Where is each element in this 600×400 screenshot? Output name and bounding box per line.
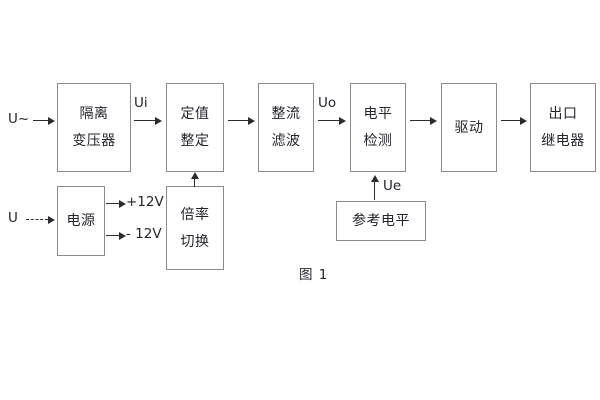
block-drive[interactable]: 驱动 <box>441 83 497 172</box>
block-level-detect-line2: 检测 <box>363 133 393 149</box>
arrow-reference-level-to-level-detect <box>370 175 379 200</box>
block-power-supply[interactable]: 电源 <box>57 186 105 256</box>
rail-label-positive: +12V <box>126 194 164 210</box>
signal-label-ue: Ue <box>383 178 402 194</box>
arrow-isolation-transformer-to-setting-value <box>134 116 162 125</box>
signal-label-ui: Ui <box>134 95 148 111</box>
block-ratio-switch-line2: 切换 <box>180 233 210 250</box>
arrow-rectify-filter-to-level-detect <box>318 116 346 125</box>
figure-caption: 图 1 <box>299 267 329 283</box>
block-output-relay[interactable]: 出口 继电器 <box>530 83 596 172</box>
rail-label-negative: - 12V <box>126 226 162 242</box>
block-setting-value[interactable]: 定值 整定 <box>166 83 224 172</box>
arrow-ratio-switch-to-setting-value <box>190 172 199 187</box>
block-output-relay-line2: 继电器 <box>541 133 585 149</box>
signal-label-uo: Uo <box>318 95 337 111</box>
arrow-level-detect-to-drive <box>410 116 437 125</box>
block-ratio-switch[interactable]: 倍率 切换 <box>166 186 224 270</box>
arrow-rail-positive <box>106 199 126 208</box>
block-ratio-switch-line1: 倍率 <box>180 206 210 223</box>
input-label-u-dc: U <box>8 210 18 226</box>
block-isolation-transformer-line1: 隔离 <box>79 106 109 122</box>
block-rectify-filter[interactable]: 整流 滤波 <box>258 83 314 172</box>
block-reference-level-line1: 参考电平 <box>352 213 410 229</box>
block-reference-level[interactable]: 参考电平 <box>336 201 426 241</box>
block-isolation-transformer[interactable]: 隔离 变压器 <box>57 83 131 172</box>
input-label-u-ac: U~ <box>8 111 30 127</box>
block-setting-value-line2: 整定 <box>180 133 210 149</box>
block-rectify-filter-line1: 整流 <box>271 106 301 122</box>
arrow-u-dc-to-power-supply <box>26 215 55 224</box>
block-output-relay-line1: 出口 <box>548 106 578 122</box>
arrow-rail-negative <box>106 231 126 240</box>
arrow-setting-value-to-rectify-filter <box>228 116 255 125</box>
block-setting-value-line1: 定值 <box>180 106 210 122</box>
arrow-u-ac-to-isolation-transformer <box>33 116 55 125</box>
block-rectify-filter-line2: 滤波 <box>271 133 301 149</box>
block-level-detect-line1: 电平 <box>363 106 393 122</box>
block-isolation-transformer-line2: 变压器 <box>72 133 116 149</box>
block-level-detect[interactable]: 电平 检测 <box>350 83 406 172</box>
arrow-drive-to-output-relay <box>501 116 527 125</box>
block-power-supply-line1: 电源 <box>66 213 96 229</box>
block-drive-line1: 驱动 <box>454 119 484 136</box>
